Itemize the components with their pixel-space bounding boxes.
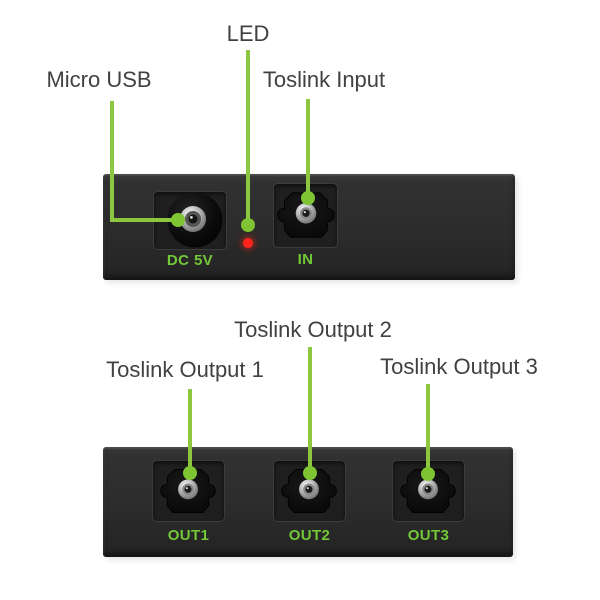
port-label-out2: OUT2 [288, 527, 331, 544]
pointer-line-led [246, 50, 250, 223]
pointer-dot-toslink-input-icon [301, 191, 315, 205]
toslink-port-icon [160, 469, 216, 513]
callout-label-toslink-output-2: Toslink Output 2 [234, 317, 392, 342]
led-indicator-icon [243, 238, 253, 248]
port-label-out3: OUT3 [407, 527, 450, 544]
pointer-dot-micro-usb-icon [171, 213, 185, 227]
toslink-port-icon [277, 192, 335, 238]
port-label-in: IN [297, 251, 314, 268]
pointer-line-micro-usb-vertical [110, 101, 114, 222]
callout-label-led: LED [226, 21, 270, 46]
pointer-line-toslink-output-1 [188, 389, 192, 471]
pointer-line-micro-usb-horizontal [110, 218, 178, 222]
pointer-dot-toslink-output-1-icon [183, 466, 197, 480]
callout-label-micro-usb: Micro USB [46, 67, 152, 92]
callout-label-toslink-input: Toslink Input [262, 67, 386, 92]
dc-barrel-jack-icon [167, 192, 223, 248]
callout-label-toslink-output-1: Toslink Output 1 [106, 357, 264, 382]
pointer-line-toslink-output-2 [308, 347, 312, 471]
pointer-line-toslink-output-3 [426, 384, 430, 472]
toslink-port-icon [400, 469, 456, 513]
pointer-dot-toslink-output-2-icon [303, 466, 317, 480]
pointer-dot-led-icon [241, 218, 255, 232]
pointer-dot-toslink-output-3-icon [421, 467, 435, 481]
callout-label-toslink-output-3: Toslink Output 3 [380, 354, 538, 379]
toslink-port-icon [281, 469, 337, 513]
port-label-dc-5v: DC 5V [166, 252, 214, 269]
port-label-out1: OUT1 [167, 527, 210, 544]
pointer-line-toslink-input [306, 99, 310, 196]
